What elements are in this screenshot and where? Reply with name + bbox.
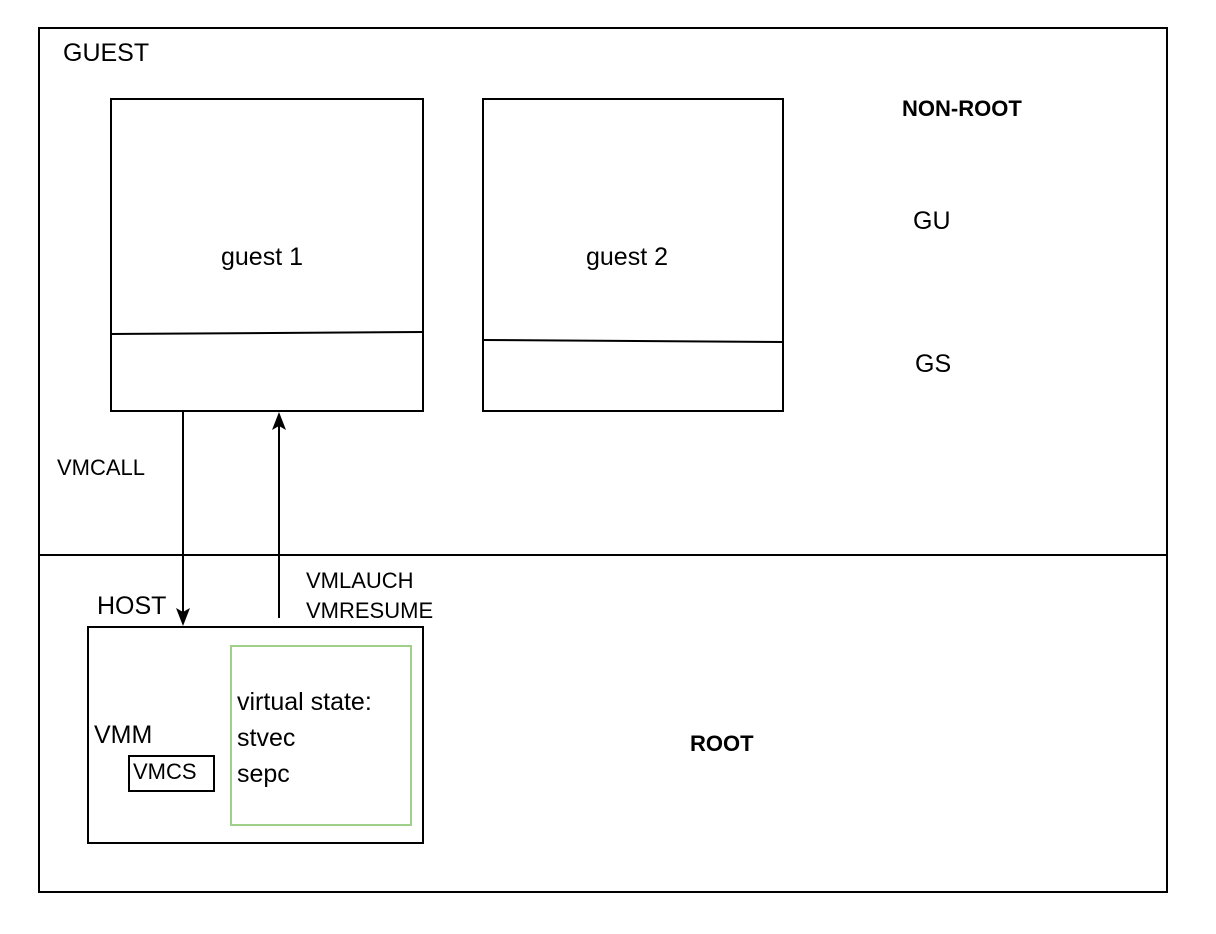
vmcall-label: VMCALL: [57, 455, 146, 480]
vmm-box: [87, 626, 424, 844]
vmcs-label: VMCS: [133, 759, 197, 784]
guest-region-label: GUEST: [63, 39, 150, 67]
host-region-label: HOST: [97, 592, 167, 620]
guest-user-level-label: GU: [913, 207, 951, 235]
virtual-state-title: virtual state:: [237, 688, 372, 716]
root-divider: [38, 554, 1168, 556]
virtual-state-box: [230, 645, 412, 826]
vmresume-label: VMRESUME: [306, 598, 434, 623]
register-sepc: sepc: [237, 760, 290, 788]
vmentry-arrow-head: [272, 412, 286, 430]
vmlaunch-label: VMLAUCH: [306, 568, 414, 593]
non-root-label: NON-ROOT: [902, 96, 1022, 121]
guest-2-label: guest 2: [586, 243, 669, 271]
guest-2-divider: [482, 339, 784, 343]
root-label: ROOT: [690, 731, 754, 756]
guest-1-label: guest 1: [221, 243, 304, 271]
register-stvec: stvec: [237, 724, 296, 752]
guest-1-divider: [110, 331, 424, 335]
guest-supervisor-level-label: GS: [915, 350, 952, 378]
vmcall-arrow-head: [176, 608, 190, 626]
vmcs-box: [128, 755, 215, 792]
vmm-label: VMM: [94, 721, 153, 749]
outer-frame: [38, 27, 1168, 893]
guest-2-box: [482, 98, 784, 412]
guest-1-box: [110, 98, 424, 412]
